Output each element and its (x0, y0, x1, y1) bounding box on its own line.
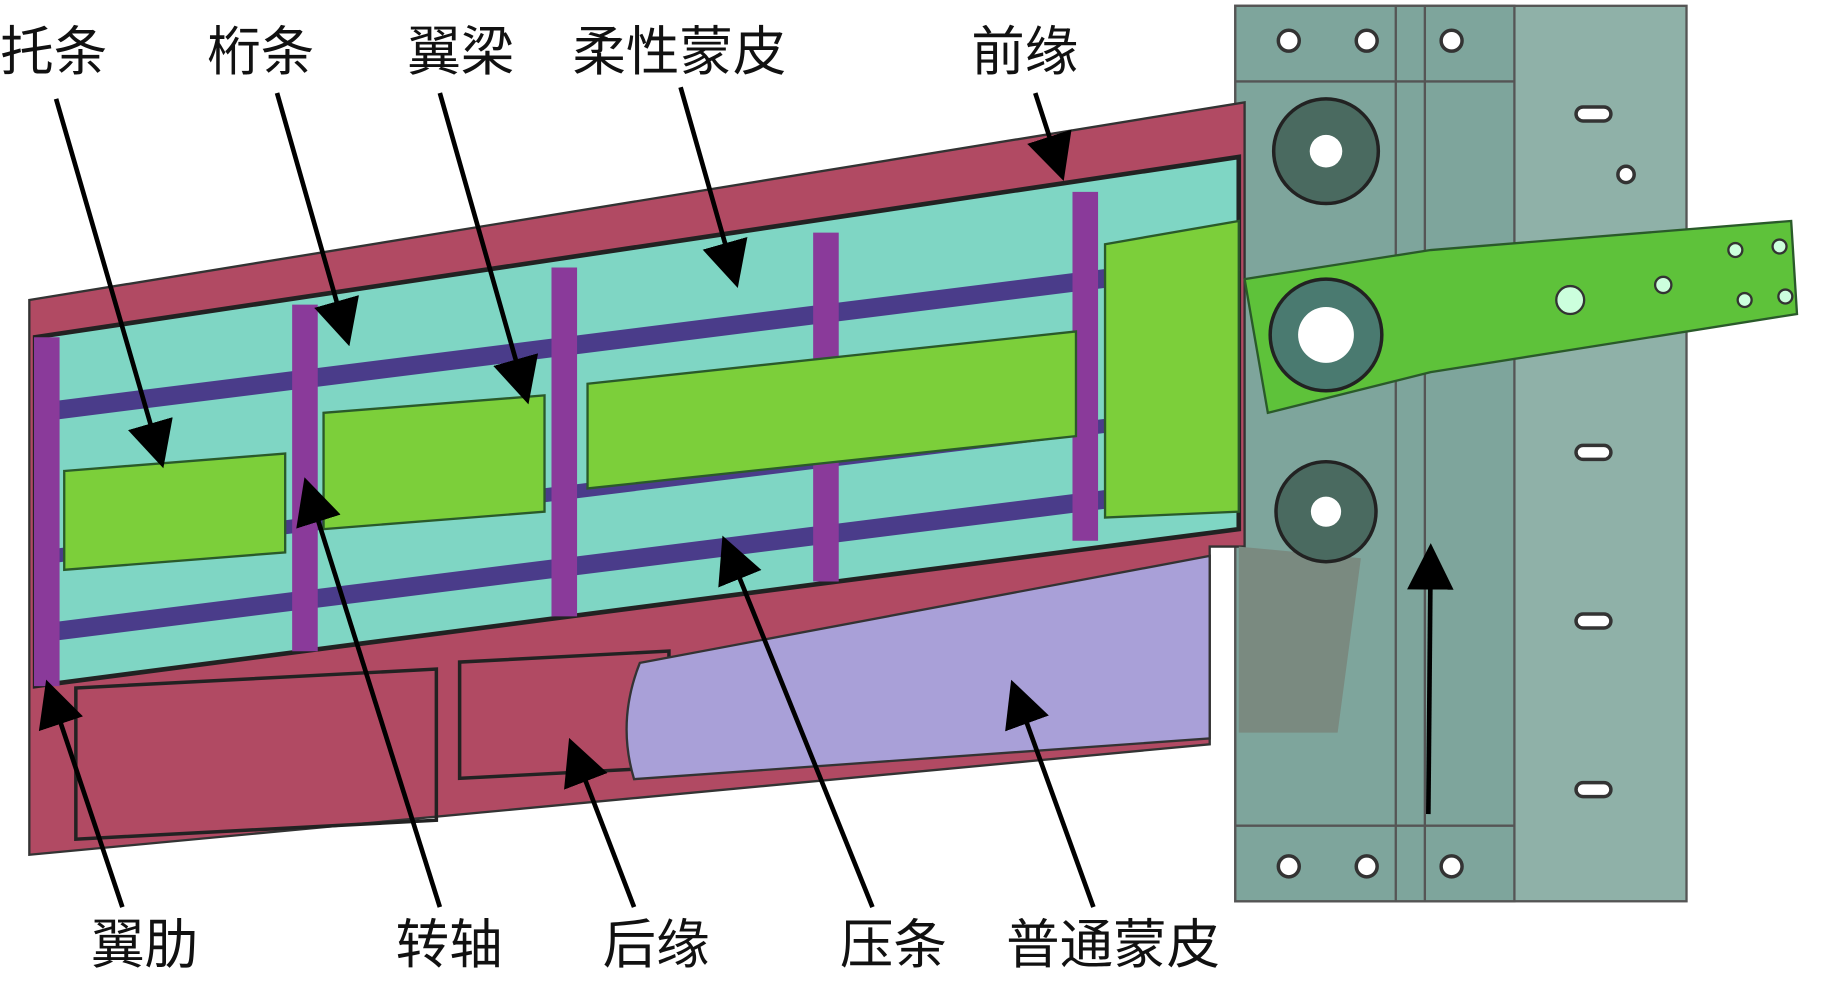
arrow-putong-mengpi (1005, 679, 1096, 908)
arrow-yilei (38, 679, 125, 908)
label-hengtiao: 桁条 (207, 20, 314, 83)
arrow-yatiao (718, 535, 875, 908)
label-qianyuan: 前缘 (971, 20, 1078, 83)
label-rouxing-mengpi: 柔性蒙皮 (572, 20, 786, 83)
spar-plates (63, 219, 1240, 572)
arrow-houyuan (564, 737, 637, 908)
arrow-mount (1407, 543, 1454, 815)
label-zhuanzhou: 转轴 (396, 913, 503, 976)
arrow-zhuanzhou (296, 477, 443, 908)
label-putong-mengpi: 普通蒙皮 (1006, 913, 1220, 976)
arrow-hengtiao (274, 92, 359, 347)
label-yilei: 翼肋 (91, 913, 198, 976)
arrow-tuotiao (53, 98, 173, 469)
arrow-yiliang (437, 92, 539, 405)
label-houyuan: 后缘 (603, 913, 710, 976)
arrow-rouxing-mengpi (678, 86, 748, 289)
actuator-arm (1243, 97, 1799, 564)
label-yiliang: 翼梁 (407, 20, 514, 83)
arrow-qianyuan (1027, 92, 1072, 181)
leader-arrows (38, 86, 1454, 908)
label-yatiao: 压条 (840, 913, 947, 976)
label-tuotiao: 托条 (0, 20, 107, 83)
